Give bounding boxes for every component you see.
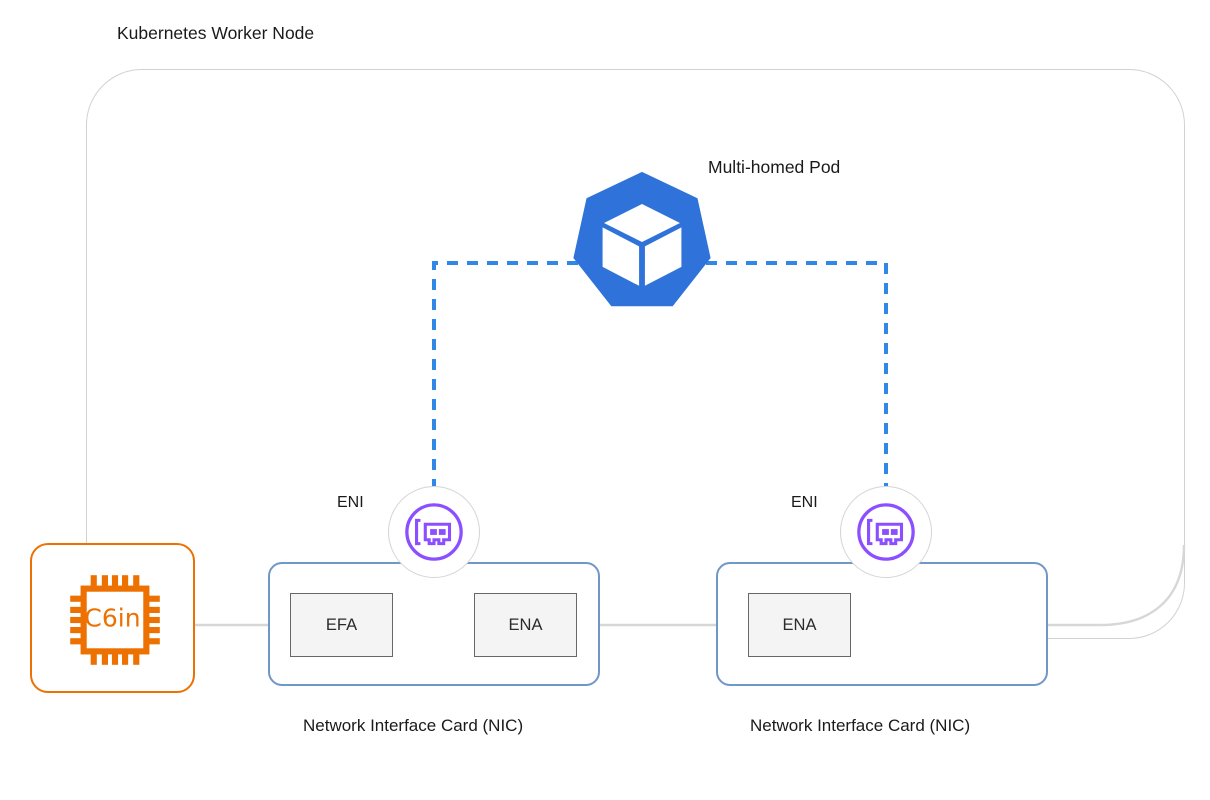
adapter-ena-right[interactable]: ENA [748,593,851,657]
network-interface-card-icon [405,503,463,561]
nic-caption-left: Network Interface Card (NIC) [303,716,524,735]
eni-node-left[interactable] [388,486,480,578]
adapter-ena-left[interactable]: ENA [474,593,577,657]
eni-node-right[interactable] [840,486,932,578]
nic-caption-right: Network Interface Card (NIC) [750,716,971,735]
worker-node-title: Kubernetes Worker Node [117,23,315,43]
network-interface-card-icon [857,503,915,561]
eni-label-left: ENI [337,494,364,511]
c6in-instance-label: C6in [84,603,141,633]
c6in-instance-card[interactable]: C6in [30,543,195,693]
pod-title: Multi-homed Pod [708,157,841,177]
adapter-efa[interactable]: EFA [290,593,393,657]
cpu-chip-icon [32,545,197,695]
eni-label-right: ENI [791,494,818,511]
kubernetes-logo-icon [573,171,711,307]
